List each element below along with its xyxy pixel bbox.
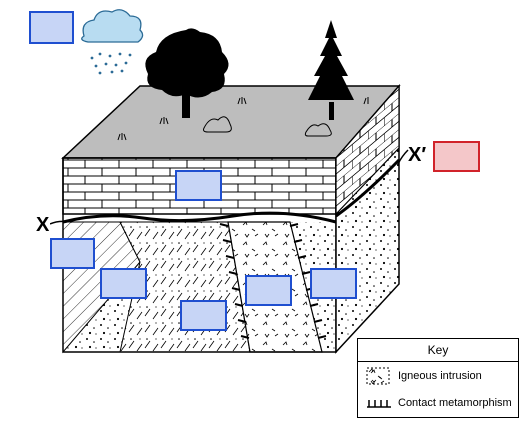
- key-legend: Key Igneous intrusion Contact metamorphi…: [357, 338, 519, 418]
- rain-icon: [90, 52, 132, 75]
- answer-box-tilted-layer[interactable]: [100, 268, 147, 299]
- answer-box-sandstone-lower[interactable]: [180, 300, 227, 331]
- igneous-intrusion-swatch: [366, 367, 390, 385]
- shrub-icon: [117, 97, 369, 141]
- x-prime-pointer-line: [397, 149, 409, 165]
- answer-box-intrusion[interactable]: [245, 275, 292, 306]
- key-item-contact-metamorphism: Contact metamorphism: [398, 397, 512, 409]
- label-x-prime: X′: [408, 144, 427, 166]
- key-item-igneous: Igneous intrusion: [398, 370, 482, 382]
- conifer-tree-icon: [308, 20, 354, 120]
- contact-metamorphism-swatch: [367, 400, 391, 408]
- label-x: X: [36, 214, 50, 236]
- deciduous-tree-icon: [145, 28, 229, 118]
- cloud-icon: [81, 9, 144, 43]
- x-pointer-line: [50, 220, 73, 225]
- answer-box-unconformity[interactable]: [433, 141, 480, 172]
- answer-box-sandstone-right[interactable]: [310, 268, 357, 299]
- answer-box-weather[interactable]: [29, 11, 74, 44]
- answer-box-limestone[interactable]: [175, 170, 222, 201]
- answer-box-shale[interactable]: [50, 238, 95, 269]
- key-title: Key: [358, 339, 518, 362]
